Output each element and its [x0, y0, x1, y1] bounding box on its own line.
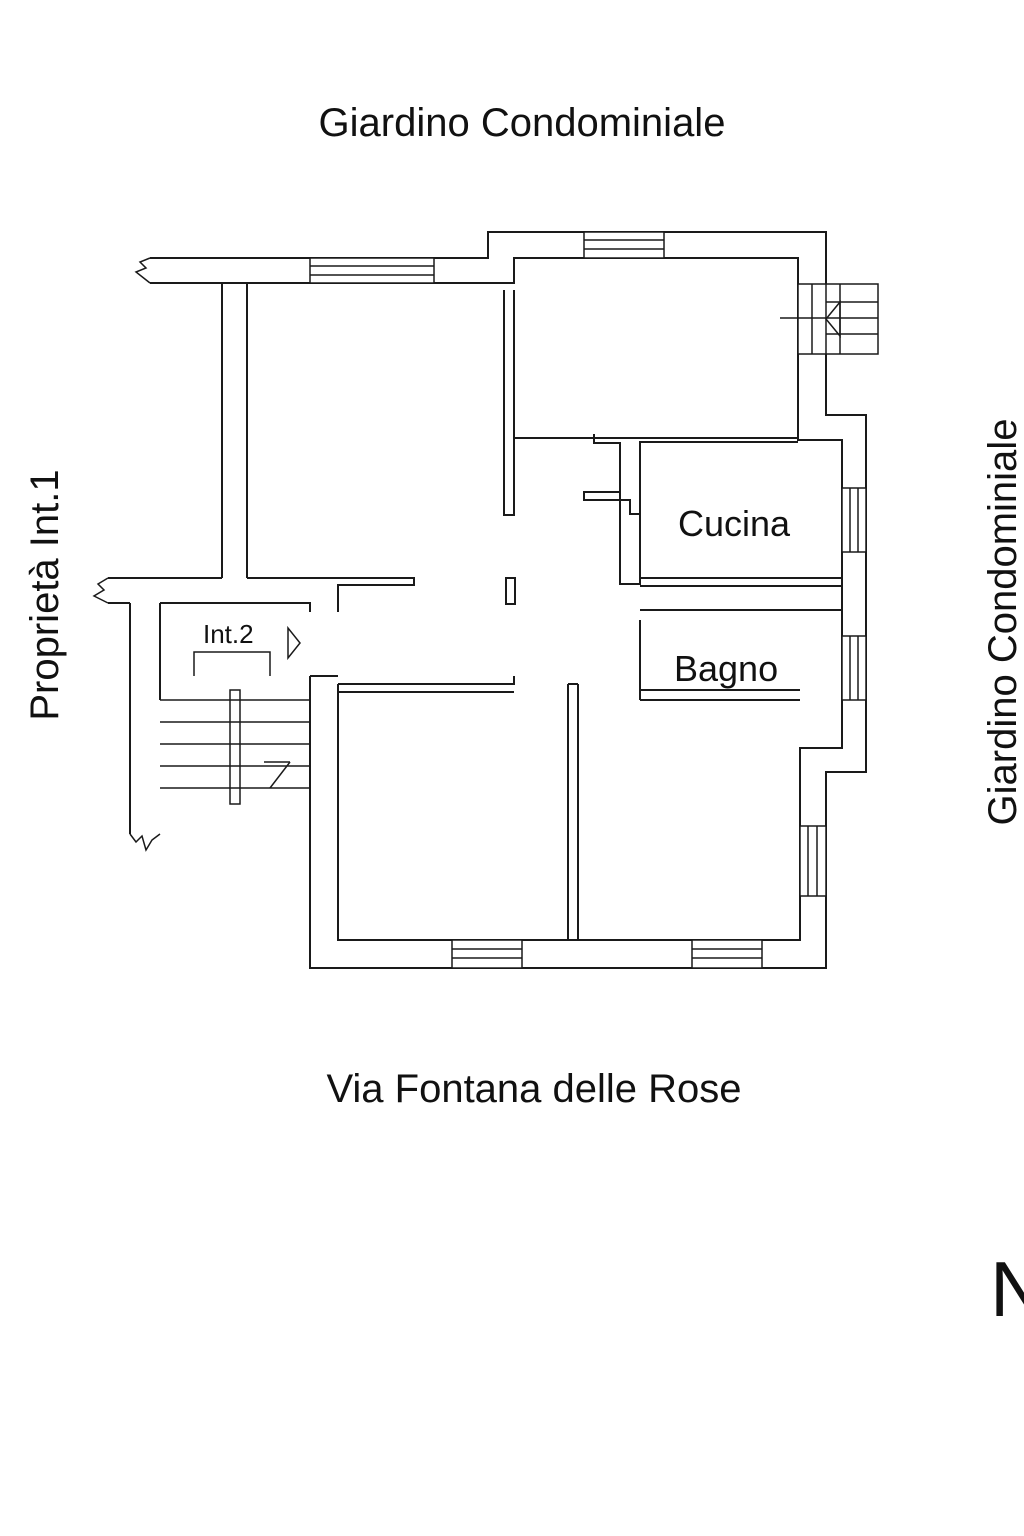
window-north-right [583, 231, 665, 259]
stairwell: Int.2 [160, 619, 310, 805]
stair-arrow-icon [287, 625, 301, 661]
east-label: Giardino Condominiale [981, 419, 1024, 826]
windows [309, 231, 867, 969]
west-label: Proprietà Int.1 [23, 469, 67, 720]
bathroom-label: Bagno [674, 648, 778, 689]
interior-walls [338, 290, 842, 940]
compass-north-label: N [990, 1245, 1024, 1333]
north-label: Giardino Condominiale [319, 101, 726, 145]
kitchen-label: Cucina [678, 503, 791, 544]
window-north-left [309, 257, 435, 284]
window-kitchen [841, 487, 867, 553]
stair-unit-label: Int.2 [203, 619, 254, 649]
window-bathroom [841, 635, 867, 701]
window-east-lower [799, 825, 827, 897]
south-label: Via Fontana delle Rose [326, 1067, 741, 1111]
window-south-left [451, 939, 523, 969]
external-steps [780, 283, 879, 355]
outer-walls [92, 231, 867, 969]
entrance-arrow-icon [825, 299, 841, 339]
window-south-right [691, 939, 763, 969]
